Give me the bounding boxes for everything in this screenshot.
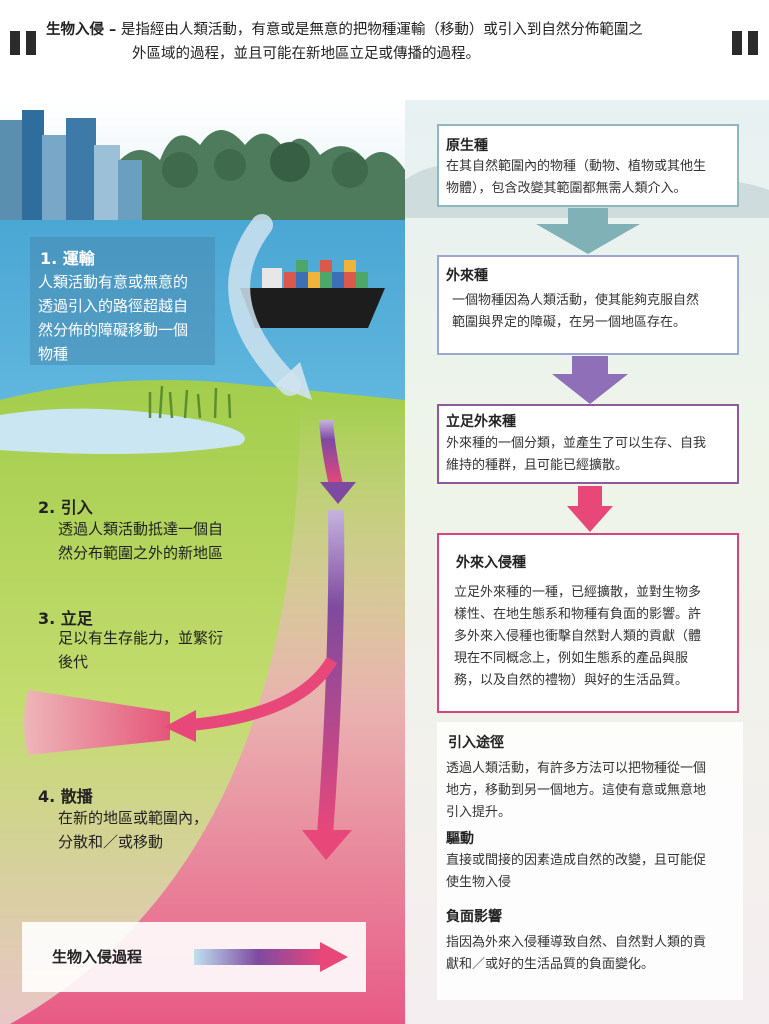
definition-term: 生物入侵 – — [46, 22, 117, 38]
card-alien-body: 一個物種因為人類活動，使其能夠克服自然 範圍與界定的障礙，在另一個地區存在。 — [452, 290, 699, 334]
landscape-illustration — [0, 100, 769, 1024]
stage-3-title: 3. 立足 — [38, 609, 93, 628]
card-alien-species — [437, 255, 739, 355]
stage-4-text: 在新的地區或範圍內， 分散和／或移動 — [58, 806, 208, 854]
card-line: 維持的種群，且可能已經擴散。 — [446, 458, 629, 473]
stage-transport-box — [30, 237, 215, 365]
stage-2-line: 然分布範圍之外的新地區 — [58, 544, 224, 562]
stage-3-text: 足以有生存能力，並繁衍 後代 — [58, 626, 223, 674]
process-legend: 生物入侵過程 — [22, 922, 366, 992]
stage-4-line: 在新的地區或範圍內， — [58, 809, 209, 827]
glossary-driver-body: 直接或間接的因素造成自然的改變，且可能促 使生物入侵 — [446, 850, 706, 894]
stage-1-text: 人類活動有意或無意的 透過引入的路徑超越自 然分佈的障礙移動一個 物種 — [38, 270, 188, 366]
city-skyline-icon — [0, 110, 142, 220]
card-invasive-alien — [437, 533, 739, 713]
stage-1-line: 物種 — [38, 345, 69, 363]
card-invasive-title: 外來入侵種 — [456, 555, 526, 571]
card-alien-title: 外來種 — [446, 268, 488, 284]
reeds-icon — [148, 385, 232, 419]
glossary-line: 使生物入侵 — [446, 875, 512, 890]
process-arrow-icon — [194, 942, 348, 972]
glossary-impact-title: 負面影響 — [446, 909, 502, 925]
process-label: 生物入侵過程 — [52, 948, 143, 966]
card-established-body: 外來種的一個分類，並產生了可以生存、自我 維持的種群，且可能已經擴散。 — [446, 433, 706, 477]
stage-1-line: 人類活動有意或無意的 — [38, 273, 189, 291]
card-established-title: 立足外來種 — [446, 414, 516, 430]
definition-text-1: 是指經由人類活動，有意或是無意的把物種運輸（移動）或引入到自然分佈範圍之 — [120, 22, 643, 38]
card-line: 現在不同概念上，例如生態系的產品與服 — [454, 651, 689, 666]
stage-4-line: 分散和／或移動 — [58, 833, 164, 851]
stage-2-title: 2. 引入 — [38, 498, 93, 517]
card-line: 多外來入侵種也衝擊自然對人類的貢獻（體 — [454, 629, 702, 644]
stage-2-text: 透過人類活動抵達一個自 然分布範圍之外的新地區 — [58, 517, 223, 565]
card-line: 務，以及自然的禮物）與好的生活品質。 — [454, 673, 689, 688]
glossary-line: 指因為外來入侵種導致自然、自然對人類的貢 — [446, 935, 707, 950]
glossary-line: 直接或間接的因素造成自然的改變，且可能促 — [446, 853, 707, 868]
definition-header: 生物入侵 – 是指經由人類活動，有意或是無意的把物種運輸（移動）或引入到自然分佈… — [0, 0, 769, 100]
quote-open-icon — [8, 10, 42, 66]
card-line: 一個物種因為人類活動，使其能夠克服自然 — [452, 293, 700, 308]
card-established-alien — [437, 404, 739, 484]
quote-close-icon — [730, 10, 764, 66]
card-line: 物體），包含改變其範圍都無需人類介入。 — [446, 181, 687, 196]
arrow-down-icon — [536, 208, 640, 254]
arrow-down-icon — [552, 356, 628, 404]
cargo-ship-icon — [240, 260, 385, 328]
stage-1-title: 1. 運輸 — [40, 249, 95, 268]
card-native-body: 在其自然範圍內的物種（動物、植物或其他生 物體），包含改變其範圍都無需人類介入。 — [446, 156, 706, 200]
stage-1-line: 然分佈的障礙移動一個 — [38, 321, 189, 339]
stage-2-line: 透過人類活動抵達一個自 — [58, 520, 224, 538]
card-native-species — [437, 124, 739, 207]
arrow-down-icon — [567, 486, 613, 532]
stage-3-line: 足以有生存能力，並繁衍 — [58, 629, 224, 647]
stage-3-line: 後代 — [58, 653, 89, 671]
glossary-line: 引入提升。 — [446, 805, 512, 820]
card-native-title: 原生種 — [446, 138, 488, 154]
stage-4-title: 4. 散播 — [38, 787, 93, 806]
stage-1-line: 透過引入的路徑超越自 — [38, 297, 189, 315]
glossary-line: 獻和／或好的生活品質的負面變化。 — [446, 957, 655, 972]
glossary-line: 地方，移動到另一個地方。這使有意或無意地 — [446, 783, 707, 798]
glossary-pathway-body: 透過人類活動，有許多方法可以把物種從一個 地方，移動到另一個地方。這使有意或無意… — [446, 758, 706, 824]
glossary-driver-title: 驅動 — [446, 831, 474, 847]
card-line: 外來種的一個分類，並產生了可以生存、自我 — [446, 436, 707, 451]
glossary-line: 透過人類活動，有許多方法可以把物種從一個 — [446, 761, 707, 776]
glossary-panel — [437, 722, 743, 1000]
definition-line-2: 外區域的過程，並且可能在新地區立足或傳播的過程。 — [132, 46, 480, 62]
card-invasive-body: 立足外來種的一種，已經擴散，並對生物多 樣性、在地生態系和物種有負面的影響。許 … — [454, 582, 701, 692]
card-line: 範圍與界定的障礙，在另一個地區存在。 — [452, 315, 687, 330]
glossary-impact-body: 指因為外來入侵種導致自然、自然對人類的貢 獻和／或好的生活品質的負面變化。 — [446, 932, 706, 976]
card-line: 在其自然範圍內的物種（動物、植物或其他生 — [446, 159, 707, 174]
definition-line-1: 生物入侵 – 是指經由人類活動，有意或是無意的把物種運輸（移動）或引入到自然分佈… — [46, 20, 643, 40]
card-line: 立足外來種的一種，已經擴散，並對生物多 — [454, 585, 702, 600]
glossary-pathway-title: 引入途徑 — [448, 735, 504, 751]
card-line: 樣性、在地生態系和物種有負面的影響。許 — [454, 607, 702, 622]
